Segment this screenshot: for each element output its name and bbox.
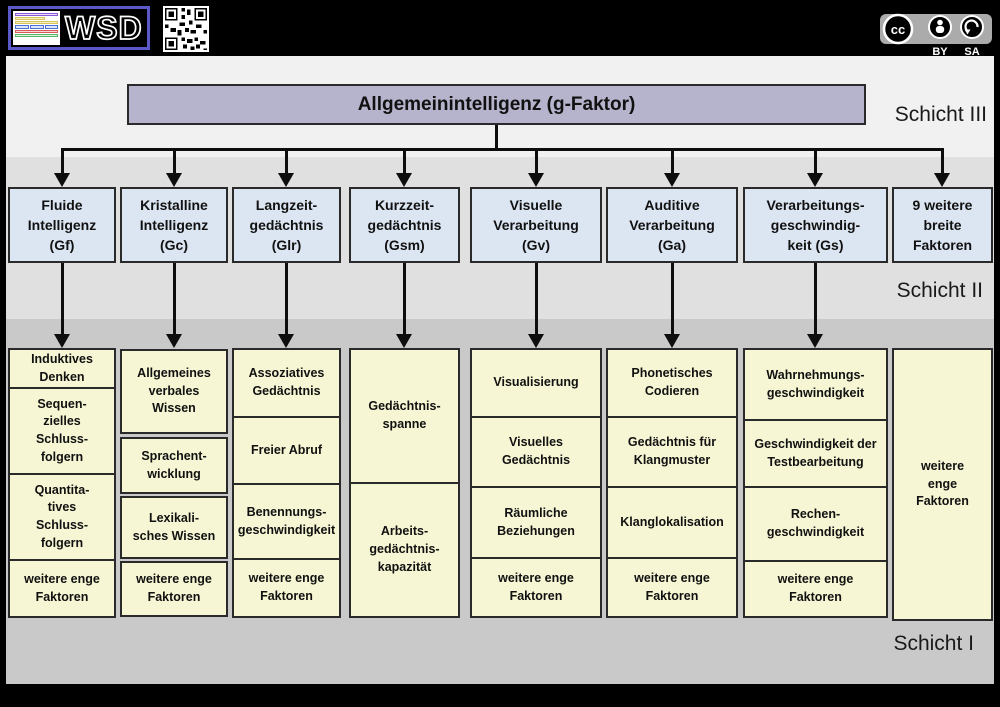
qr-code-icon [163,6,209,52]
arrow-to-gc [166,148,182,187]
wsd-logo-text: WSD [64,10,143,46]
box-weitere-enge-faktoren-breit: weitere enge Faktoren [892,348,993,621]
box-auditive-verarbeitung: Auditive Verarbeitung (Ga) [606,187,738,263]
arrow-to-gf [54,148,70,187]
box-sequenzielles-schlussfolgern: Sequen- zielles Schluss- folgern [8,387,116,475]
arrow-to-gs [807,148,823,187]
arrow-to-ga [664,148,680,187]
box-weitere-enge-faktoren-glr: weitere enge Faktoren [232,558,341,618]
cc-by-icon [928,15,952,39]
box-induktives-denken: Induktives Denken [8,348,116,389]
box-allgemeines-verbales-wissen: Allgemeines verbales Wissen [120,349,228,434]
box-langzeitgedaechtnis: Langzeit- gedächtnis (Glr) [232,187,341,263]
layer-label-schicht-1: Schicht I [893,632,974,655]
arrow-ga-to-narrow [664,263,680,348]
box-visualisierung: Visualisierung [470,348,602,418]
box-wahrnehmungsgeschwindigkeit: Wahrnehmungs- geschwindigkeit [743,348,888,421]
box-9-weitere-breite-faktoren: 9 weitere breite Faktoren [892,187,993,263]
wsd-logo: WSD [8,6,150,50]
layer-label-schicht-2: Schicht II [896,279,983,302]
box-allgemeinintelligenz: Allgemeinintelligenz (g-Faktor) [127,84,866,125]
arrow-gs-to-narrow [807,263,823,348]
svg-text:cc: cc [891,22,905,37]
box-weitere-enge-faktoren-gc: weitere enge Faktoren [120,561,228,617]
by-label: BY [932,46,948,58]
cc-icon: cc [882,13,914,45]
box-weitere-enge-faktoren-ga: weitere enge Faktoren [606,557,738,618]
wsd-logo-letters: WSD [65,10,143,46]
arrow-gc-to-narrow [166,263,182,348]
box-fluide-intelligenz: Fluide Intelligenz (Gf) [8,187,116,263]
cc-sa-icon [960,15,984,39]
box-freier-abruf: Freier Abruf [232,416,341,485]
box-rechengeschwindigkeit: Rechen- geschwindigkeit [743,486,888,562]
box-phonetisches-codieren: Phonetisches Codieren [606,348,738,418]
arrow-gf-to-narrow [54,263,70,348]
box-visuelles-gedaechtnis: Visuelles Gedächtnis [470,416,602,488]
arrow-gv-to-narrow [528,263,544,348]
box-weitere-enge-faktoren-gv: weitere enge Faktoren [470,557,602,618]
box-sprachentwicklung: Sprachent- wicklung [120,437,228,494]
layer-label-schicht-3: Schicht III [894,103,987,126]
arrow-to-weitere-breite [934,148,950,187]
sa-label: SA [964,46,979,58]
box-gedaechtnisspanne: Gedächtnis- spanne [349,348,460,484]
box-weitere-enge-faktoren-gs: weitere enge Faktoren [743,560,888,618]
box-verarbeitungsgeschwindigkeit: Verarbeitungs- geschwindig- keit (Gs) [743,187,888,263]
box-arbeitsgedaechtniskapazitaet: Arbeits- gedächtnis- kapazität [349,482,460,618]
connector-horizontal-rail [61,148,943,151]
box-visuelle-verarbeitung: Visuelle Verarbeitung (Gv) [470,187,602,263]
box-klanglokalisation: Klanglokalisation [606,486,738,559]
box-geschwindigkeit-der-testbearbeitung: Geschwindigkeit der Testbearbeitung [743,419,888,488]
box-assoziatives-gedaechtnis: Assoziatives Gedächtnis [232,348,341,418]
arrow-to-gv [528,148,544,187]
box-gedaechtnis-fuer-klangmuster: Gedächtnis für Klangmuster [606,416,738,488]
box-benennungsgeschwindigkeit: Benennungs- geschwindigkeit [232,483,341,560]
box-quantitatives-schlussfolgern: Quantita- tives Schluss- folgern [8,473,116,561]
box-kristalline-intelligenz: Kristalline Intelligenz (Gc) [120,187,228,263]
arrow-glr-to-narrow [278,263,294,348]
box-weitere-enge-faktoren-gf: weitere enge Faktoren [8,559,116,618]
arrow-to-gsm [396,148,412,187]
arrow-gsm-to-narrow [396,263,412,348]
wsd-logo-thumbnail-icon [13,11,61,45]
arrow-to-glr [278,148,294,187]
connector-title-stem [495,125,498,150]
cc-by-sa-badge: cc BY SA [880,13,992,58]
box-lexikalisches-wissen: Lexikali- sches Wissen [120,496,228,559]
box-raeumliche-beziehungen: Räumliche Beziehungen [470,486,602,559]
box-kurzzeitgedaechtnis: Kurzzeit- gedächtnis (Gsm) [349,187,460,263]
